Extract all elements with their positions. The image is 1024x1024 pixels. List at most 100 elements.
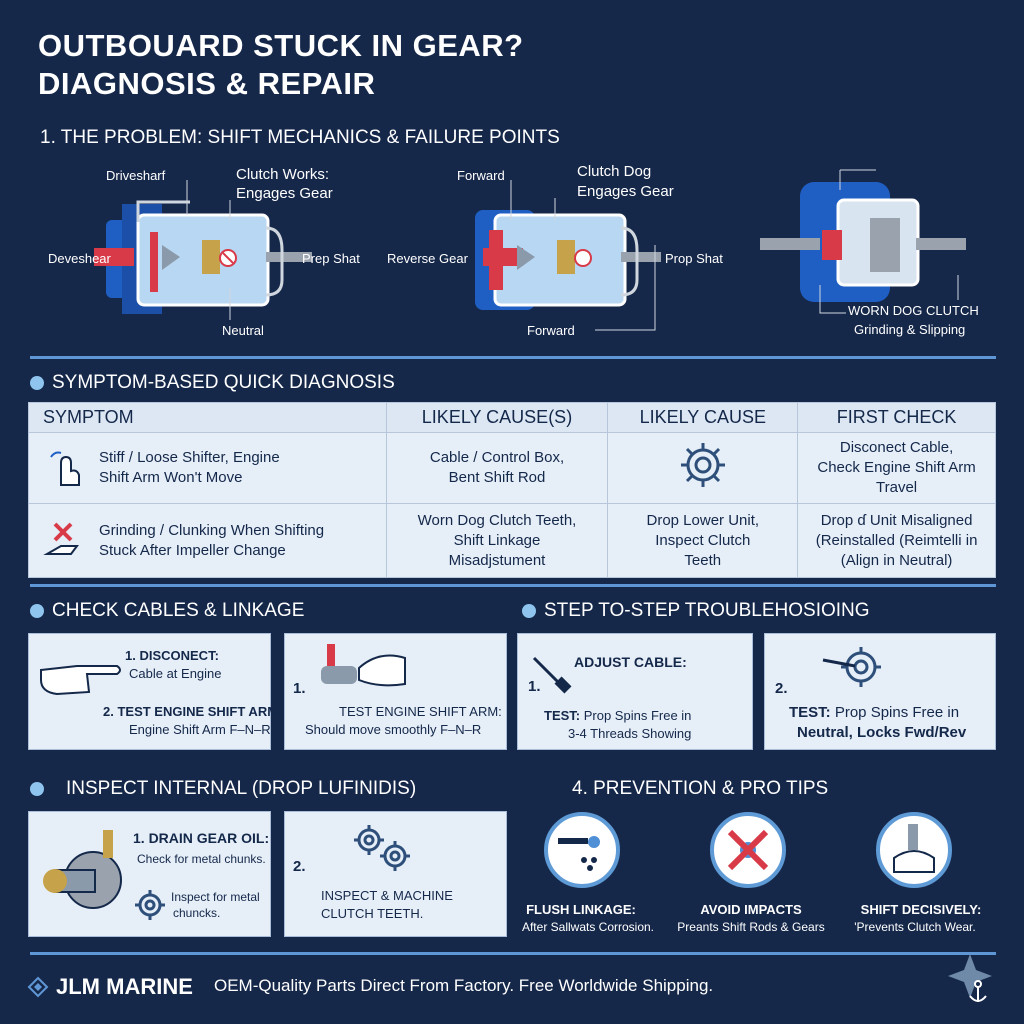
bullet-icon [30,604,44,618]
pointing-hand-icon [40,665,121,696]
test-text: 3-4 Threads Showing [568,726,692,741]
cause2-line: Teeth [684,551,722,569]
cause-line: Cable / Control Box, [429,449,565,466]
hand-cross-icon [43,522,79,555]
label-worn-clutch: WORN DOG CLUTCH [848,303,979,318]
cables-heading: CHECK CABLES & LINKAGE [30,600,304,622]
cable-card-2: 1. TEST ENGINE SHIFT ARM: Should move sm… [284,633,507,750]
title-line-1: OUTBOUARD STUCK IN GEAR? [38,28,524,63]
flush-linkage-icon [544,812,620,888]
card-subtitle: Check for metal chunks. [137,852,266,866]
tip-subtitle: Preants Shift Rods & Gears [677,920,825,934]
tip-subtitle: After Sallwats Corrosion. [521,920,655,934]
steps-heading-text: STEP TO-STEP TROUBLEHOSIOING [544,600,870,621]
gearcase-illustration-neutral [94,180,312,320]
divider-3 [30,952,996,955]
steps-heading: STEP TO-STEP TROUBLEHOSIOING [522,600,870,622]
bullet-icon [522,604,536,618]
shift-decisively-icon [876,812,952,888]
card-subtitle: Engine Shift Arm F–N–R [129,722,271,737]
tip-title: FLUSH LINKAGE: [526,902,636,917]
cause-line: Misadjstument [448,551,546,569]
footer-tagline: OEM-Quality Parts Direct From Factory. F… [214,976,714,995]
inspect-heading-text: INSPECT INTERNAL (DROP LUFINIDIS) [66,778,417,799]
tips-heading-text: 4. PREVENTION & PRO TIPS [572,778,829,799]
label-forward-top: Forward [457,168,505,183]
gear-icon [680,443,725,487]
column-header: LIKELY CAUSE(S) [385,402,609,433]
card-title: CLUTCH TEETH. [321,906,424,921]
label-clutch-dog-1: Clutch Dog [577,163,652,180]
check-cell: Drop ɗ Unit Misaligned (Reinstalled (Rei… [797,503,996,578]
symptom-line: Stiff / Loose Shifter, Engine [99,449,280,466]
step-number: 1. [528,678,541,695]
step-number: 2. [775,680,788,697]
symptom-line: Grinding / Clunking When Shifting [99,521,325,539]
cause-line: Bent Shift Rod [448,469,546,486]
card-title: INSPECT & MACHINE [321,888,453,903]
card-title: ADJUST CABLE: [574,654,687,670]
cable-card-1: 1. DISCONECT: Cable at Engine 2. TEST EN… [28,633,282,750]
cause-icon-cell [607,432,799,504]
card-title: 1. DRAIN GEAR OIL: [133,830,270,846]
cause-line: Shift Linkage [453,531,541,549]
test-text: Prop Spins Free in [830,704,960,721]
label-left: Deveshear [48,251,111,266]
card-subtitle: Inspect for metal [171,890,260,904]
symptom-cell: Stiff / Loose Shifter, Engine Shift Arm … [28,432,387,504]
test-label: TEST: [789,704,831,721]
check-line: (Reinstalled (Reimtelli in [815,531,978,549]
label-reverse-gear: Reverse Gear [387,251,468,266]
gears-icon [354,825,410,871]
label-prop-2: Prop Shat [665,251,723,266]
label-clutch-2: Engages Gear [236,185,333,202]
gear-wrench-icon [822,647,881,687]
test-text: Neutral, Locks Fwd/Rev [797,724,967,741]
worn-clutch-illustration [760,169,966,314]
pointing-hand-icon [50,451,80,486]
card-title: 1. DISCONECT: [125,648,219,663]
card-subtitle: chuncks. [173,906,221,920]
step-number: 1. [293,680,306,697]
card-title: 2. TEST ENGINE SHIFT ARM: [103,704,283,719]
anchor-icon [948,954,992,1002]
check-cell: Disconect Cable, Check Engine Shift Arm … [797,432,996,504]
test-label: TEST: [544,708,581,723]
symptom-line: Stuck After Impeller Change [99,541,286,559]
check-line: Disconect Cable, [839,439,954,456]
cable-tool-icon [532,656,572,694]
symptoms-heading-text: SYMPTOM-BASED QUICK DIAGNOSIS [52,372,395,393]
label-prop: Prep Shat [302,251,360,266]
cause2-line: Inspect Clutch [655,531,751,549]
symptom-cell: Grinding / Clunking When Shifting Stuck … [28,503,387,578]
shift-diagram-forward: Forward Clutch Dog Engages Gear Reverse … [385,160,725,350]
brand: JLM MARINE [27,974,193,1000]
check-line: Drop ɗ Unit Misaligned [820,511,973,529]
cause2-cell: Drop Lower Unit, Inspect Clutch Teeth [607,503,799,578]
test-text: Prop Spins Free in [580,708,692,723]
card-subtitle: Should move smoothly F–N–R [305,722,482,737]
section-problem-heading: 1. THE PROBLEM: SHIFT MECHANICS & FAILUR… [40,127,560,148]
gearcase-illustration-forward [475,180,661,331]
column-header: FIRST CHECK [797,402,996,433]
bullet-icon [30,782,44,796]
cause-cell: Worn Dog Clutch Teeth, Shift Linkage Mis… [385,503,609,578]
table-header-row: SYMPTOM LIKELY CAUSE(S) LIKELY CAUSE FIR… [28,402,996,433]
column-header: SYMPTOM [28,402,387,433]
brand-name: JLM MARINE [56,974,193,999]
shift-diagram-neutral: Drivesharf Clutch Works: Engages Gear De… [30,160,370,350]
lower-unit-icon [43,830,122,909]
card-title: TEST ENGINE SHIFT ARM: [339,704,502,719]
symptoms-heading: SYMPTOM-BASED QUICK DIAGNOSIS [30,372,395,394]
cables-heading-text: CHECK CABLES & LINKAGE [52,600,305,621]
table-row: Stiff / Loose Shifter, Engine Shift Arm … [28,432,996,504]
inspect-card-1: 1. DRAIN GEAR OIL: Check for metal chunk… [28,811,271,937]
shift-arm-hand-icon [321,644,406,687]
gear-icon [135,890,165,920]
cause-cell: Cable / Control Box, Bent Shift Rod [385,432,609,504]
bullet-icon [30,376,44,390]
diagnosis-table: SYMPTOM LIKELY CAUSE(S) LIKELY CAUSE FIR… [28,402,996,578]
tip-title: AVOID IMPACTS [700,902,802,917]
cause2-line: Drop Lower Unit, [646,511,760,529]
tip-title: SHIFT DECISIVELY: [860,902,982,917]
